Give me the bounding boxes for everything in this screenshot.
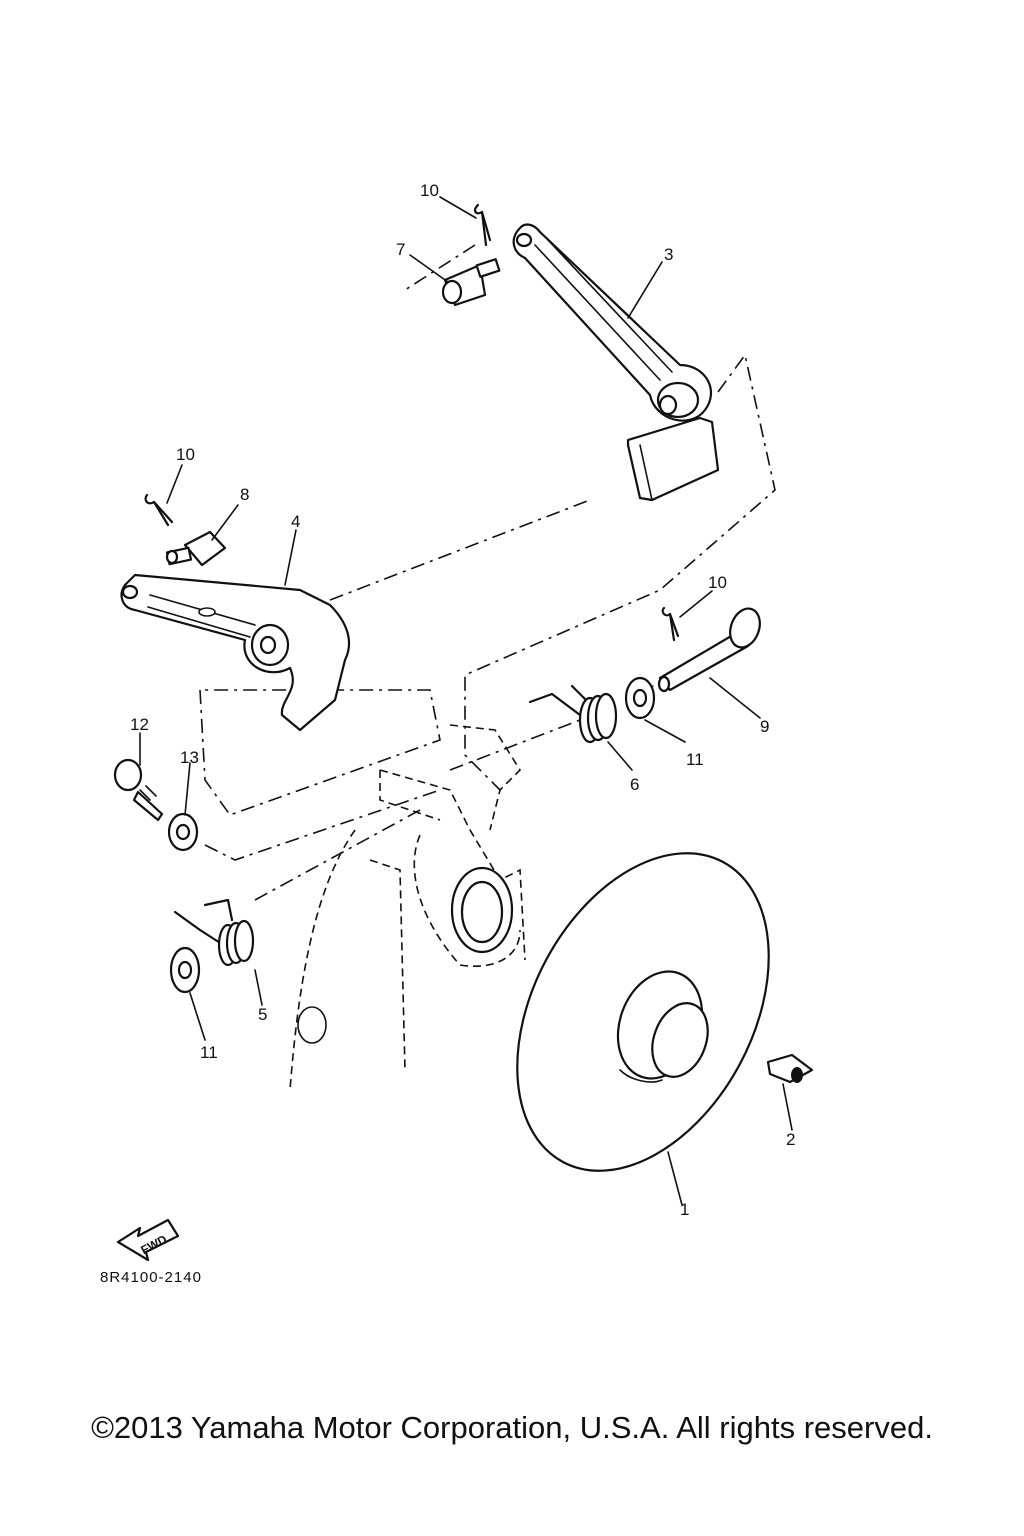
callout-13: 13 [180, 748, 199, 767]
copyright-notice: ©2013 Yamaha Motor Corporation, U.S.A. A… [91, 1410, 933, 1445]
part-4-arm[interactable] [120, 573, 350, 732]
callout-labels: 1 2 3 4 5 6 7 8 9 10 10 10 11 11 12 13 [130, 181, 795, 1219]
part-8-joint[interactable] [165, 530, 227, 567]
callout-11-left: 11 [200, 1043, 218, 1062]
callout-1: 1 [680, 1200, 689, 1219]
callout-10-top: 10 [420, 181, 439, 200]
fwd-arrow-icon: FWD [116, 1218, 180, 1262]
part-2-key[interactable] [766, 1053, 814, 1084]
callout-12: 12 [130, 715, 149, 734]
callout-4: 4 [291, 512, 300, 531]
callout-5: 5 [258, 1005, 267, 1024]
part-10-cotter-pin-top[interactable] [473, 203, 492, 247]
part-13-nut[interactable] [167, 812, 199, 852]
callout-7: 7 [396, 240, 405, 259]
callout-3: 3 [664, 245, 673, 264]
callout-2: 2 [786, 1130, 795, 1149]
part-3-arm[interactable] [512, 223, 720, 502]
part-7-joint[interactable] [441, 258, 501, 307]
callout-8: 8 [240, 485, 249, 504]
part-9-shaft[interactable] [657, 604, 765, 693]
leader-lines [139, 196, 793, 1206]
assembly-lines [199, 244, 776, 901]
part-6-spring[interactable] [528, 684, 618, 744]
part-5-spring[interactable] [173, 898, 255, 967]
callout-9: 9 [760, 717, 769, 736]
callout-10-right: 10 [708, 573, 727, 592]
callout-6: 6 [630, 775, 639, 794]
part-11-washer-left[interactable] [169, 946, 201, 994]
part-12-bolt[interactable] [113, 758, 164, 822]
part-11-washer-right[interactable] [624, 676, 656, 720]
callout-10-left: 10 [176, 445, 195, 464]
callout-11-right: 11 [686, 750, 704, 769]
part-10-cotter-pin-right[interactable] [661, 606, 680, 642]
diagram-reference: 8R4100-2140 [100, 1269, 202, 1286]
housing-bracket [289, 724, 526, 1091]
part-10-cotter-pin-left[interactable] [144, 493, 174, 527]
part-1-sheave[interactable] [466, 810, 820, 1213]
